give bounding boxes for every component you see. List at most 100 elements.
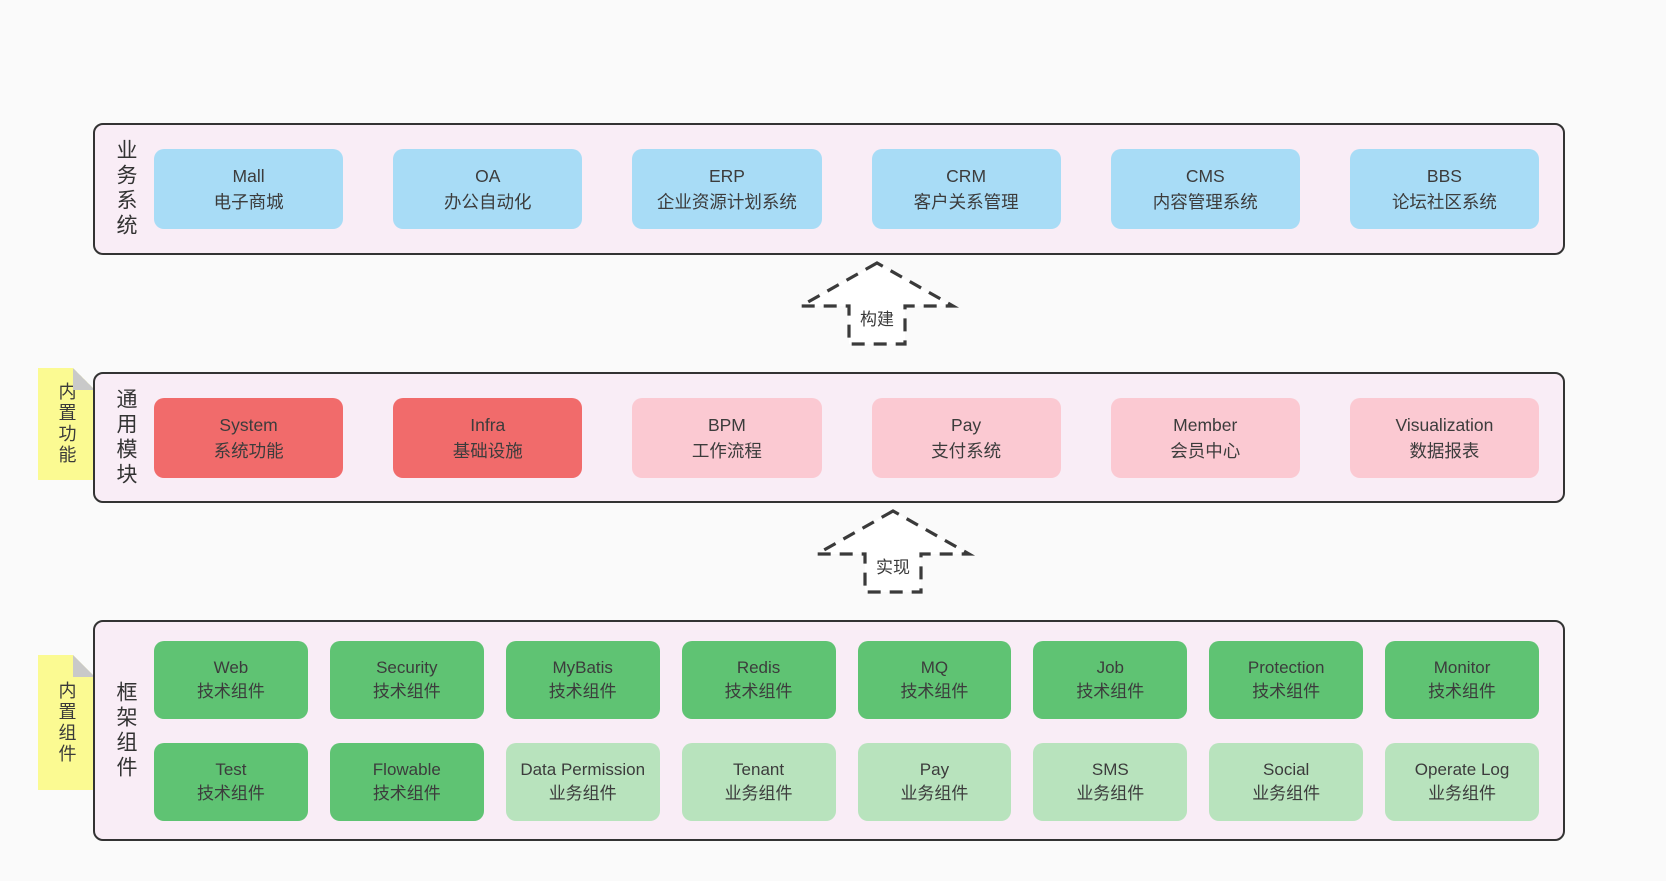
box-title: Monitor xyxy=(1433,657,1491,677)
business-boxes: Mall 电子商城 OA 办公自动化 ERP 企业资源计划系统 CRM 客户关系… xyxy=(140,149,1563,229)
box-data-permission: Data Permission 业务组件 xyxy=(505,742,660,821)
module-boxes: System 系统功能 Infra 基础设施 BPM 工作流程 Pay 支付系统… xyxy=(140,397,1563,478)
box-title: Security xyxy=(376,657,438,677)
box-title: Flowable xyxy=(372,759,441,779)
box-title: Protection xyxy=(1247,657,1325,677)
box-protection: Protection 技术组件 xyxy=(1209,640,1364,719)
box-subtitle: 技术组件 xyxy=(1076,681,1145,701)
box-title: Pay xyxy=(919,759,950,779)
box-subtitle: 基础设施 xyxy=(452,440,523,461)
box-visualization: Visualization 数据报表 xyxy=(1349,397,1540,478)
box-system: System 系统功能 xyxy=(154,397,344,478)
box-title: MQ xyxy=(920,657,949,677)
box-subtitle: 电子商城 xyxy=(213,192,284,212)
box-subtitle: 内容管理系统 xyxy=(1152,192,1258,212)
box-subtitle: 技术组件 xyxy=(1428,681,1497,701)
box-title: Redis xyxy=(736,657,781,677)
box-title: BBS xyxy=(1426,166,1462,186)
box-subtitle: 技术组件 xyxy=(196,681,265,701)
box-subtitle: 技术组件 xyxy=(548,681,617,701)
box-title: Social xyxy=(1263,759,1310,779)
box-subtitle: 技术组件 xyxy=(724,681,793,701)
box-mall: Mall 电子商城 xyxy=(154,149,344,229)
box-title: System xyxy=(219,414,278,435)
box-subtitle: 技术组件 xyxy=(196,783,265,803)
box-title: Job xyxy=(1096,657,1125,677)
box-subtitle: 业务组件 xyxy=(1428,783,1497,803)
box-subtitle: 技术组件 xyxy=(1252,681,1321,701)
box-title: Data Permission xyxy=(520,759,646,779)
box-title: Web xyxy=(213,657,249,677)
box-subtitle: 技术组件 xyxy=(372,681,441,701)
box-subtitle: 办公自动化 xyxy=(444,192,532,212)
box-web: Web 技术组件 xyxy=(154,640,308,719)
box-infra: Infra 基础设施 xyxy=(393,397,583,478)
build-arrow-label: 构建 xyxy=(860,310,894,329)
sticky-label: 内置功能 xyxy=(56,382,77,466)
box-subtitle: 业务组件 xyxy=(1252,783,1321,803)
box-subtitle: 客户关系管理 xyxy=(913,192,1019,212)
implement-arrow-label: 实现 xyxy=(876,558,910,577)
sticky-label: 内置组件 xyxy=(56,680,77,765)
box-subtitle: 会员中心 xyxy=(1170,440,1241,461)
box-erp: ERP 企业资源计划系统 xyxy=(632,149,822,229)
box-subtitle: 论坛社区系统 xyxy=(1391,192,1497,212)
box-title: BPM xyxy=(707,414,746,435)
box-bbs: BBS 论坛社区系统 xyxy=(1349,149,1540,229)
sticky-built-in-features: 内置功能 xyxy=(38,368,95,480)
box-member: Member 会员中心 xyxy=(1110,397,1300,478)
implement-arrow-icon: 实现 xyxy=(810,509,976,594)
box-pay-component: Pay 业务组件 xyxy=(857,742,1012,821)
box-monitor: Monitor 技术组件 xyxy=(1385,640,1539,719)
box-title: Operate Log xyxy=(1414,759,1510,779)
box-redis: Redis 技术组件 xyxy=(681,640,836,719)
box-oa: OA 办公自动化 xyxy=(393,149,583,229)
box-title: Tenant xyxy=(733,759,785,779)
box-operate-log: Operate Log 业务组件 xyxy=(1385,742,1539,821)
box-subtitle: 业务组件 xyxy=(724,783,793,803)
box-title: Test xyxy=(215,759,247,779)
box-title: Infra xyxy=(470,414,506,435)
box-job: Job 技术组件 xyxy=(1033,640,1188,719)
box-title: Member xyxy=(1173,414,1238,435)
sticky-fold-icon xyxy=(73,368,95,390)
box-subtitle: 业务组件 xyxy=(548,783,617,803)
box-pay-module: Pay 支付系统 xyxy=(871,397,1061,478)
box-title: Mall xyxy=(232,166,265,186)
section-business-systems: 业务系统 Mall 电子商城 OA 办公自动化 ERP 企业资源计划系统 CRM… xyxy=(93,123,1565,255)
section-label-business: 业务系统 xyxy=(114,139,137,239)
box-flowable: Flowable 技术组件 xyxy=(329,742,484,821)
section-label-modules: 通用模块 xyxy=(114,387,137,488)
box-subtitle: 工作流程 xyxy=(691,440,762,461)
box-subtitle: 技术组件 xyxy=(900,681,969,701)
box-subtitle: 系统功能 xyxy=(213,440,284,461)
box-title: Pay xyxy=(951,414,982,435)
box-title: CMS xyxy=(1185,166,1225,186)
box-title: CRM xyxy=(946,166,987,186)
box-subtitle: 业务组件 xyxy=(1076,783,1145,803)
box-subtitle: 支付系统 xyxy=(931,440,1002,461)
box-cms: CMS 内容管理系统 xyxy=(1110,149,1300,229)
box-title: MyBatis xyxy=(552,657,613,677)
component-grid: Web 技术组件 Security 技术组件 MyBatis 技术组件 Redi… xyxy=(140,640,1563,821)
box-crm: CRM 客户关系管理 xyxy=(871,149,1061,229)
section-common-modules: 通用模块 System 系统功能 Infra 基础设施 BPM 工作流程 Pay… xyxy=(93,372,1565,503)
box-subtitle: 技术组件 xyxy=(372,783,441,803)
box-title: OA xyxy=(475,166,501,186)
box-security: Security 技术组件 xyxy=(329,640,484,719)
box-title: SMS xyxy=(1091,759,1129,779)
component-row-1: Web 技术组件 Security 技术组件 MyBatis 技术组件 Redi… xyxy=(154,640,1539,719)
box-social: Social 业务组件 xyxy=(1209,742,1364,821)
box-test: Test 技术组件 xyxy=(154,742,308,821)
box-tenant: Tenant 业务组件 xyxy=(681,742,836,821)
box-subtitle: 企业资源计划系统 xyxy=(656,192,797,212)
sticky-fold-icon xyxy=(73,655,95,677)
box-mq: MQ 技术组件 xyxy=(857,640,1012,719)
component-row-2: Test 技术组件 Flowable 技术组件 Data Permission … xyxy=(154,742,1539,821)
box-sms: SMS 业务组件 xyxy=(1033,742,1188,821)
box-mybatis: MyBatis 技术组件 xyxy=(505,640,660,719)
box-title: ERP xyxy=(708,166,745,186)
box-subtitle: 业务组件 xyxy=(900,783,969,803)
section-label-components: 框架组件 xyxy=(114,680,137,781)
